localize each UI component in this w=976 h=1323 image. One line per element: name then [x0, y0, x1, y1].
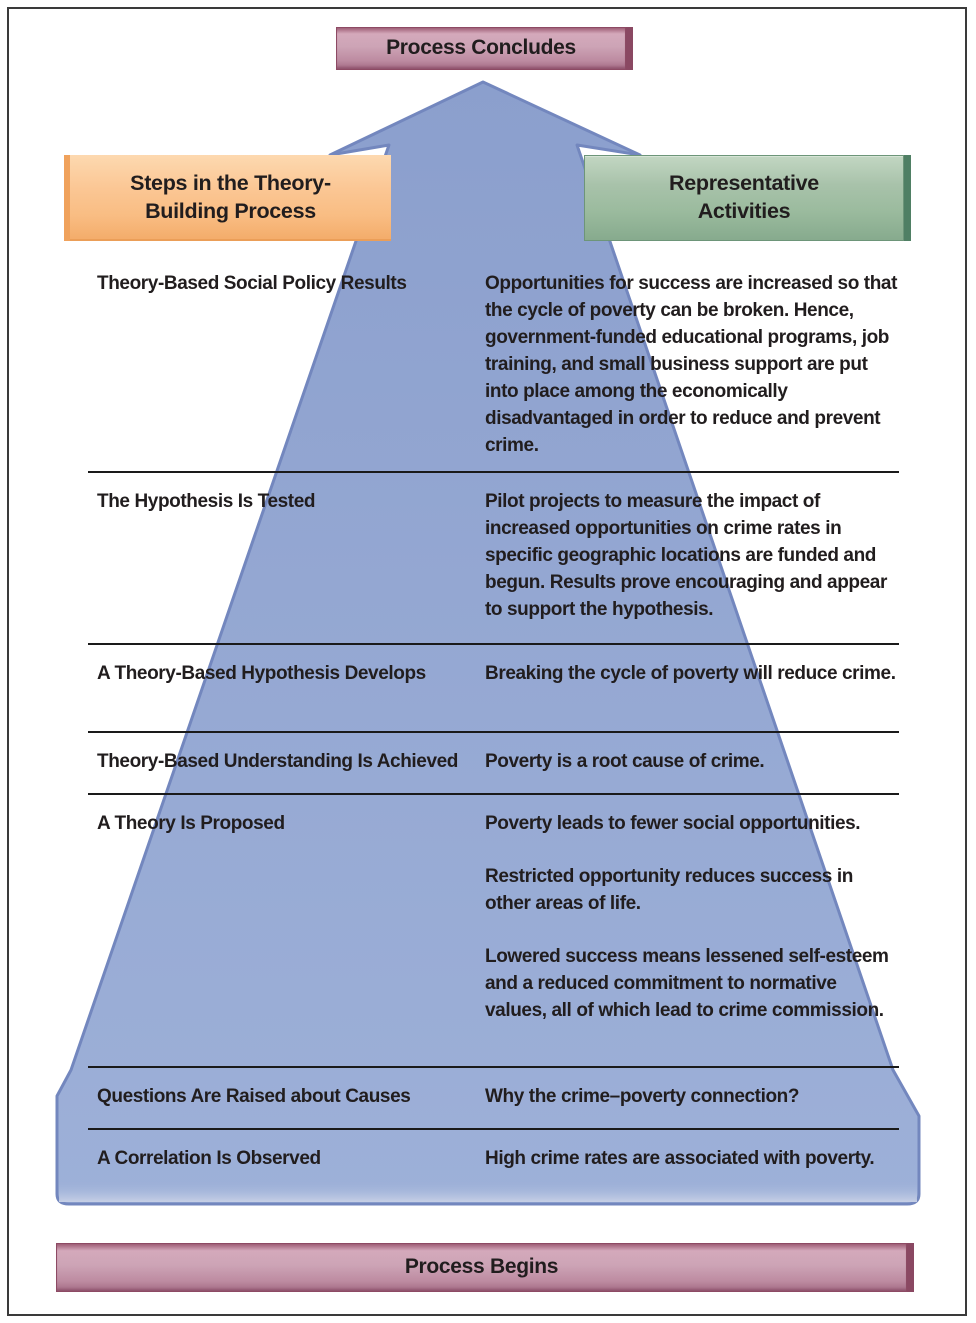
activity-cell: Poverty leads to fewer social opportunit…	[485, 795, 899, 1066]
step-label: A Correlation Is Observed	[97, 1148, 321, 1169]
table-row: A Theory Is Proposed Poverty leads to fe…	[88, 795, 899, 1068]
table-row: The Hypothesis Is Tested Pilot projects …	[88, 473, 899, 645]
steps-column-label: Steps in the Theory- Building Process	[130, 171, 331, 223]
table-row: Questions Are Raised about Causes Why th…	[88, 1068, 899, 1130]
activity-paragraph: Restricted opportunity reduces success i…	[485, 866, 853, 914]
activity-cell: Opportunities for success are increased …	[485, 263, 899, 471]
process-table: Theory-Based Social Policy Results Oppor…	[88, 263, 899, 1215]
step-label: A Theory-Based Hypothesis Develops	[97, 663, 426, 684]
table-row: Theory-Based Social Policy Results Oppor…	[88, 263, 899, 473]
step-label: The Hypothesis Is Tested	[97, 491, 316, 512]
process-concludes-banner: Process Concludes	[336, 27, 633, 70]
table-row: A Correlation Is Observed High crime rat…	[88, 1130, 899, 1215]
arrow-base-highlight	[59, 1180, 917, 1202]
activity-cell: Pilot projects to measure the impact of …	[485, 473, 899, 643]
activities-column-label: Representative Activities	[669, 171, 819, 223]
activity-paragraph: High crime rates are associated with pov…	[485, 1148, 875, 1169]
process-begins-label: Process Begins	[404, 1255, 559, 1279]
step-label: Theory-Based Social Policy Results	[97, 273, 407, 294]
activity-paragraph: Pilot projects to measure the impact of …	[485, 491, 887, 620]
activity-cell: High crime rates are associated with pov…	[485, 1130, 899, 1215]
activities-column-header: Representative Activities	[584, 155, 911, 241]
activity-cell: Breaking the cycle of poverty will reduc…	[485, 645, 899, 731]
step-label: A Theory Is Proposed	[97, 813, 285, 834]
step-label: Questions Are Raised about Causes	[97, 1086, 411, 1107]
activity-cell: Why the crime–poverty connection?	[485, 1068, 899, 1128]
table-row: Theory-Based Understanding Is Achieved P…	[88, 733, 899, 795]
activity-paragraph: Why the crime–poverty connection?	[485, 1086, 800, 1107]
activity-paragraph: Poverty is a root cause of crime.	[485, 751, 765, 772]
activity-paragraph: Poverty leads to fewer social opportunit…	[485, 813, 861, 834]
table-row: A Theory-Based Hypothesis Develops Break…	[88, 645, 899, 733]
activity-paragraph: Lowered success means lessened self-este…	[485, 946, 889, 1021]
activity-cell: Poverty is a root cause of crime.	[485, 733, 899, 793]
process-concludes-label: Process Concludes	[386, 36, 576, 60]
activity-paragraph: Opportunities for success are increased …	[485, 273, 898, 456]
step-label: Theory-Based Understanding Is Achieved	[97, 751, 459, 772]
process-begins-banner: Process Begins	[56, 1243, 914, 1292]
steps-column-header: Steps in the Theory- Building Process	[64, 155, 391, 241]
activity-paragraph: Breaking the cycle of poverty will reduc…	[485, 663, 896, 684]
